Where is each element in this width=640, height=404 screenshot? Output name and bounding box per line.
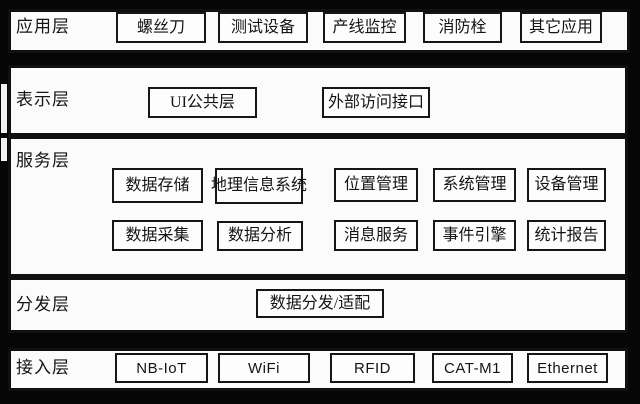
node-external-access-interface: 外部访问接口 xyxy=(322,87,430,118)
node-message-service: 消息服务 xyxy=(334,220,418,251)
node-production-line-monitoring: 产线监控 xyxy=(323,12,406,43)
node-screwdriver: 螺丝刀 xyxy=(116,12,206,43)
node-data-distribution-adaptation: 数据分发/适配 xyxy=(256,289,384,318)
layer-label-service: 服务层 xyxy=(16,151,70,170)
node-statistics-report: 统计报告 xyxy=(527,220,606,251)
node-fire-hydrant: 消防栓 xyxy=(423,12,502,43)
layer-band-presentation: 表示层 UI公共层 外部访问接口 xyxy=(8,65,628,136)
layer-label-application: 应用层 xyxy=(16,17,70,36)
layer-band-service: 服务层 数据存储 地理信息系统 位置管理 系统管理 设备管理 数据采集 数据分析… xyxy=(8,136,628,277)
node-nb-iot: NB-IoT xyxy=(115,353,208,383)
node-data-collection: 数据采集 xyxy=(112,220,203,251)
node-data-analysis: 数据分析 xyxy=(217,221,303,251)
node-rfid: RFID xyxy=(330,353,415,383)
node-other-applications: 其它应用 xyxy=(520,12,602,43)
layer-band-access: 接入层 NB-IoT WiFi RFID CAT-M1 Ethernet xyxy=(8,348,628,391)
node-event-engine: 事件引擎 xyxy=(433,220,516,251)
left-edge-sliver xyxy=(1,84,7,133)
layer-label-access: 接入层 xyxy=(16,358,70,377)
layer-band-application: 应用层 螺丝刀 测试设备 产线监控 消防栓 其它应用 xyxy=(8,9,630,53)
node-cat-m1: CAT-M1 xyxy=(432,353,513,383)
node-wifi: WiFi xyxy=(218,353,310,383)
node-data-storage: 数据存储 xyxy=(112,168,203,203)
left-edge-sliver xyxy=(1,138,7,161)
layer-label-distribution: 分发层 xyxy=(16,295,70,314)
node-location-management: 位置管理 xyxy=(334,168,418,202)
node-ui-common-layer: UI公共层 xyxy=(148,87,257,118)
node-gis: 地理信息系统 xyxy=(211,168,307,204)
layer-band-distribution: 分发层 数据分发/适配 xyxy=(8,277,628,333)
node-system-management: 系统管理 xyxy=(433,168,516,202)
node-device-management: 设备管理 xyxy=(527,168,606,202)
layer-label-presentation: 表示层 xyxy=(16,90,70,109)
node-ethernet: Ethernet xyxy=(527,353,608,383)
node-test-equipment: 测试设备 xyxy=(218,12,308,43)
